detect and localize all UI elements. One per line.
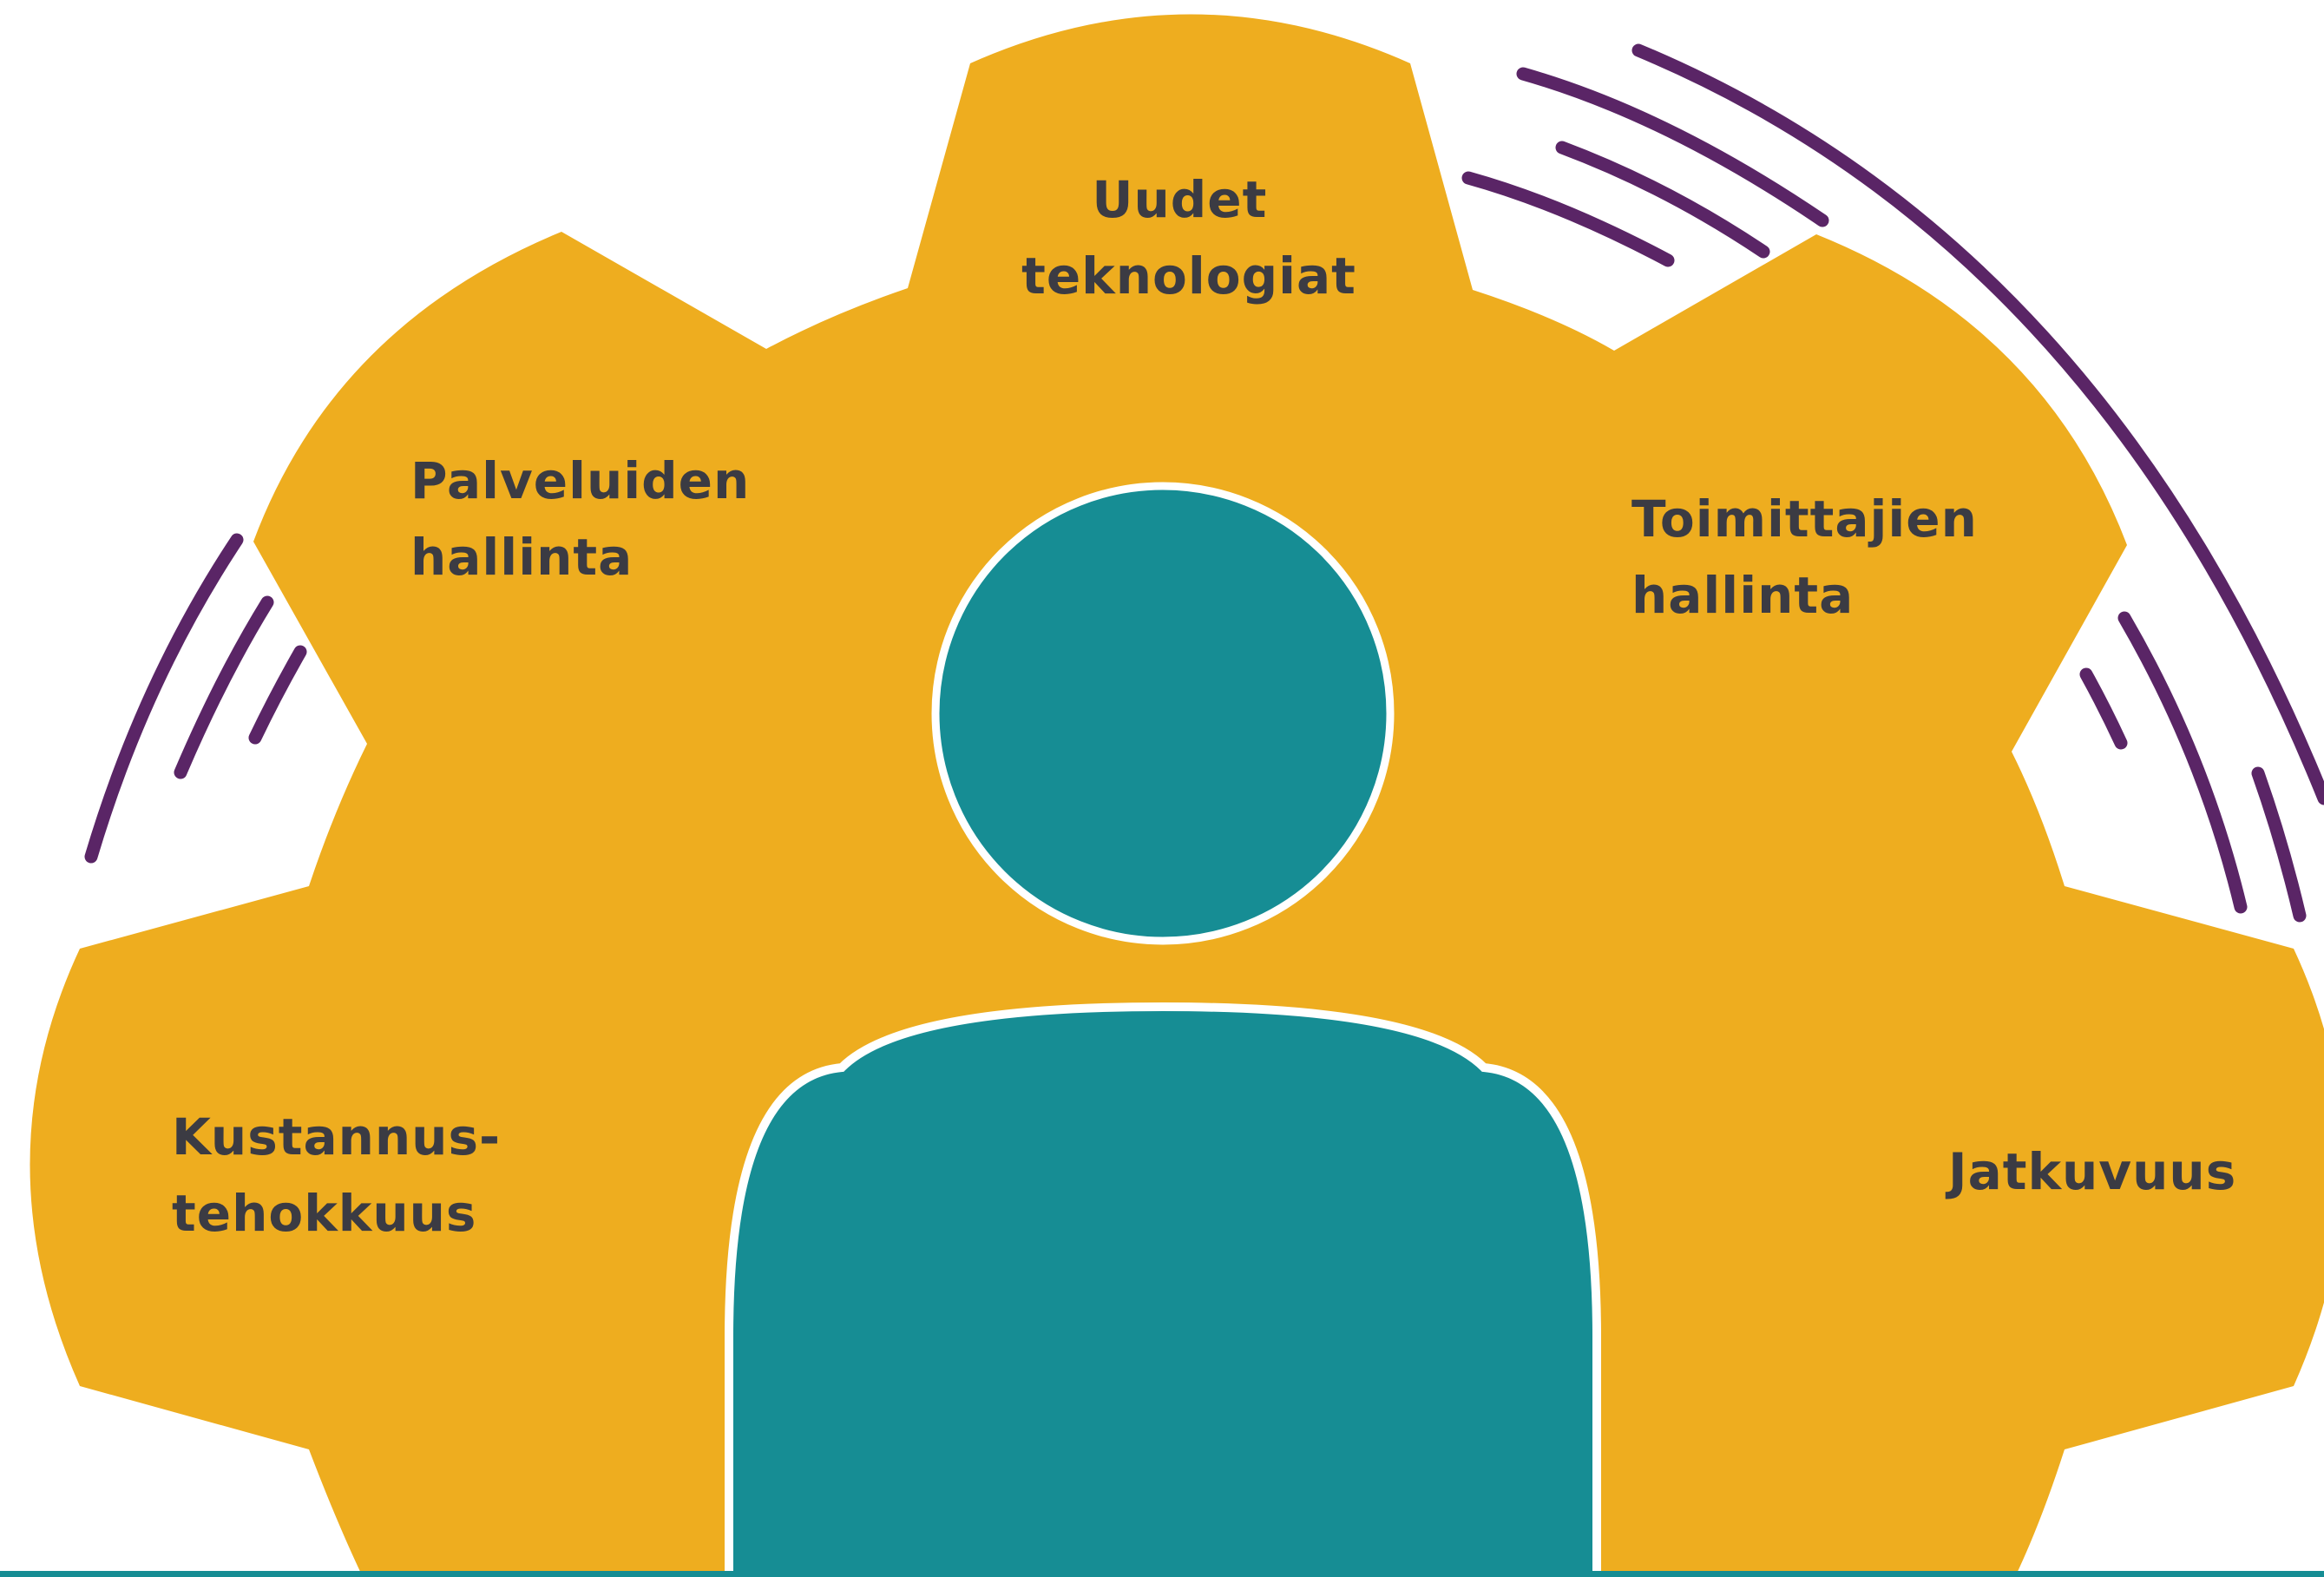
person-head-icon xyxy=(931,482,1395,945)
label-line: hallinta xyxy=(1631,566,1854,625)
label-line: Palveluiden xyxy=(410,451,750,510)
label-line: teknologiat xyxy=(1021,246,1356,306)
motion-line xyxy=(174,595,274,779)
motion-line xyxy=(2117,611,2248,914)
motion-line xyxy=(1516,67,1829,227)
motion-line xyxy=(248,645,307,745)
label-line: Toimittajien xyxy=(1631,490,1978,549)
label-line: hallinta xyxy=(410,528,633,587)
person-body-icon xyxy=(725,1002,1601,1577)
segment-label-upper-right: Toimittajien hallinta xyxy=(1631,490,1996,625)
motion-line xyxy=(2079,667,2128,750)
segment-label-lower-right: Jatkuvuus xyxy=(1945,1142,2236,1201)
segment-label-upper-left: Palveluiden hallinta xyxy=(410,451,769,587)
motion-line xyxy=(1631,43,2324,805)
motion-line xyxy=(84,533,244,864)
motion-line xyxy=(1461,171,1675,267)
label-line: tehokkuus xyxy=(172,1184,476,1243)
label-line: Jatkuvuus xyxy=(1945,1142,2236,1201)
motion-line xyxy=(1555,141,1770,259)
segment-label-lower-left: Kustannus- tehokkuus xyxy=(172,1107,519,1243)
segment-label-top: Uudet teknologiat xyxy=(1021,170,1356,306)
label-line: Kustannus- xyxy=(172,1107,501,1166)
label-line: Uudet xyxy=(1092,170,1267,229)
motion-line xyxy=(2251,766,2307,923)
motion-lines-icon xyxy=(84,43,2324,923)
bottom-strip xyxy=(0,1571,2324,1577)
